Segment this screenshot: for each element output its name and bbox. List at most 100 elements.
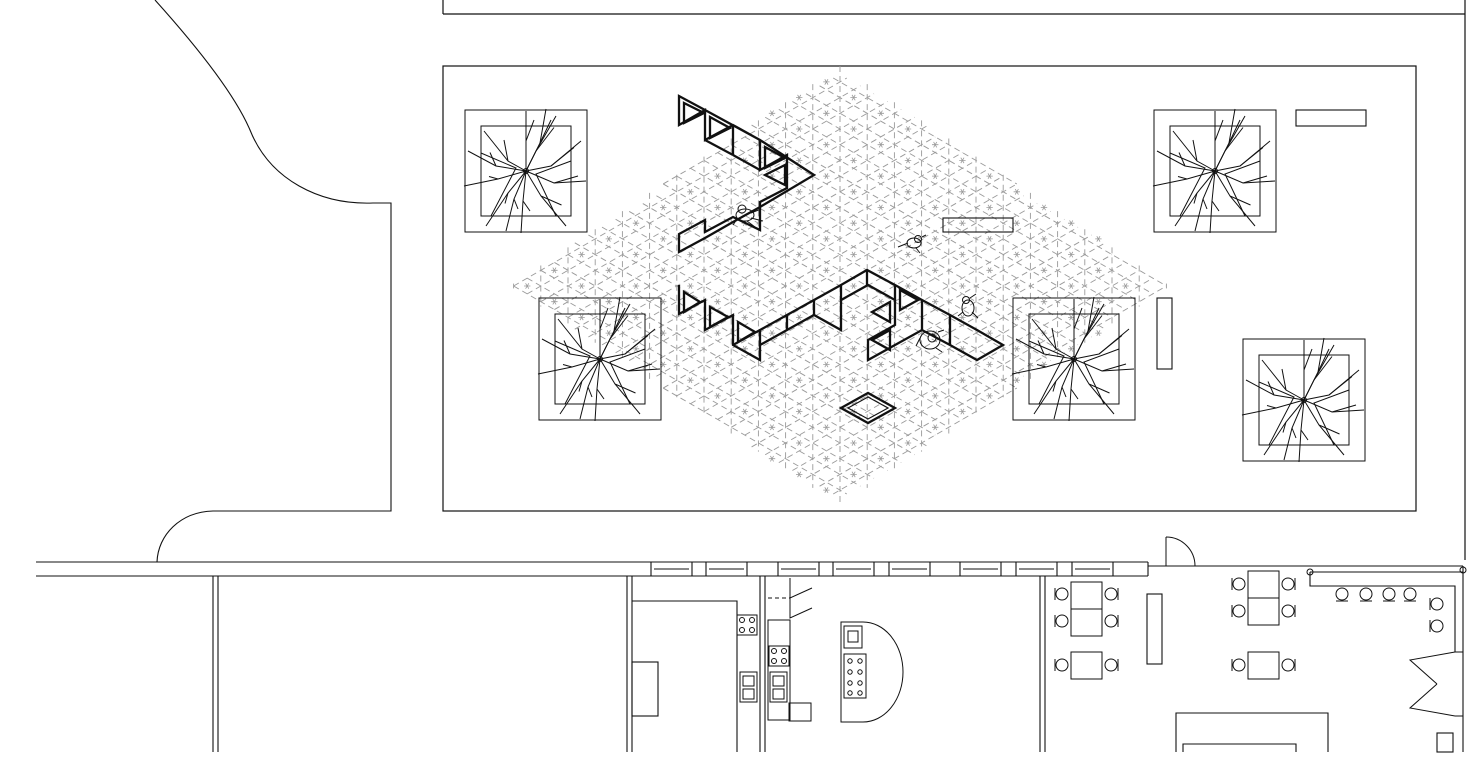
grid-node-marker (687, 251, 694, 258)
chair-symbol (1054, 658, 1069, 672)
grid-line (513, 285, 861, 487)
grid-line (615, 152, 963, 354)
grid-node-marker (1068, 251, 1075, 258)
grid-node-marker (904, 345, 912, 352)
chair-symbol (1429, 597, 1444, 611)
grid-node-marker (796, 345, 803, 352)
grid-node-marker (986, 267, 993, 274)
grid-line (805, 93, 1154, 295)
sink (769, 671, 788, 703)
grid-node-marker (741, 377, 748, 384)
grid-node-marker (741, 188, 748, 195)
grid-node-marker (687, 220, 694, 227)
grid-line (642, 203, 990, 405)
grid-node-marker (823, 110, 830, 117)
grid-node-marker (796, 220, 803, 227)
grid-node-marker (932, 298, 939, 305)
grid-line (778, 262, 1126, 464)
grid-node-marker (768, 455, 776, 462)
bench (942, 217, 1014, 233)
grid-node-marker (959, 377, 966, 384)
grid-node-marker (823, 204, 830, 211)
grid-node-marker (932, 204, 939, 211)
grid-node-marker (687, 345, 694, 352)
chair-symbol (1382, 587, 1396, 602)
grid-line (764, 254, 1113, 456)
tree-symbol (1152, 108, 1277, 234)
grid-node-marker (1040, 298, 1048, 305)
grid-node-marker (660, 235, 667, 242)
grid-node-marker (823, 267, 830, 274)
grid-line (513, 85, 861, 287)
grid-node-marker (959, 283, 966, 289)
grid-node-marker (904, 251, 912, 258)
top-building-edge (442, 0, 1466, 560)
grid-node-marker (578, 314, 585, 321)
grid-node-marker (768, 267, 776, 274)
grid-node-marker (796, 188, 803, 195)
tree-symbol (537, 296, 662, 422)
grid-node-marker (823, 455, 830, 462)
grid-node-marker (877, 361, 884, 368)
grid-node-marker (986, 204, 993, 211)
grid-node-marker (796, 377, 803, 384)
grid-node-marker (904, 157, 912, 164)
grid-node-marker (605, 235, 612, 242)
grid-node-marker (823, 392, 830, 399)
grid-node-marker (1095, 298, 1102, 305)
grid-node-marker (904, 283, 912, 289)
grid-node-marker (660, 267, 667, 274)
grid-node-marker (1013, 188, 1020, 195)
grid-node-marker (850, 251, 857, 258)
grid-node-marker (714, 361, 721, 368)
grid-node-marker (768, 235, 776, 242)
chair-symbol (1104, 658, 1119, 672)
grid-node-marker (768, 361, 776, 368)
bench (1295, 109, 1367, 127)
grid-node-marker (986, 361, 993, 368)
chair-symbol (1054, 587, 1069, 601)
grid-node-marker (578, 251, 585, 258)
grid-node-marker (796, 408, 803, 415)
grid-node-marker (850, 283, 857, 289)
person-figure (732, 204, 764, 228)
grid-node-marker (904, 440, 912, 446)
grid-node-marker (687, 188, 694, 195)
chair-symbol (1231, 604, 1246, 618)
grid-node-marker (904, 377, 912, 384)
grid-node-marker (823, 235, 830, 242)
grid-node-marker (850, 94, 857, 101)
plaza-boundary (442, 65, 1417, 512)
grid-node-marker (850, 314, 857, 321)
kitchen-island (840, 621, 904, 723)
grid-node-marker (714, 330, 721, 337)
grid-node-marker (932, 392, 939, 399)
interior-walls (212, 565, 1464, 753)
grid-line (764, 116, 1113, 318)
grid-node-marker (551, 298, 558, 305)
grid-line (642, 167, 990, 369)
grid-node-marker (796, 314, 803, 321)
grid-node-marker (959, 220, 966, 227)
grid-line (751, 124, 1106, 330)
grid-node-marker (850, 220, 857, 227)
grid-node-marker (850, 126, 857, 132)
dining-table (1247, 651, 1280, 680)
grid-node-marker (959, 408, 966, 415)
building-facade (36, 561, 1149, 577)
grid-line (540, 101, 888, 303)
grid-line (662, 387, 848, 495)
grid-line (662, 77, 848, 185)
grid-node-marker (904, 188, 912, 195)
grid-node-marker (632, 220, 640, 227)
grid-node-marker (1068, 283, 1075, 289)
grid-node-marker (986, 173, 993, 180)
grid-node-marker (904, 126, 912, 132)
chair-symbol (1054, 614, 1069, 628)
grid-node-marker (823, 424, 830, 431)
grid-node-markers (524, 78, 1129, 494)
grid-line (730, 226, 1079, 428)
grid-line (744, 136, 1092, 338)
grid-node-marker (823, 330, 830, 337)
